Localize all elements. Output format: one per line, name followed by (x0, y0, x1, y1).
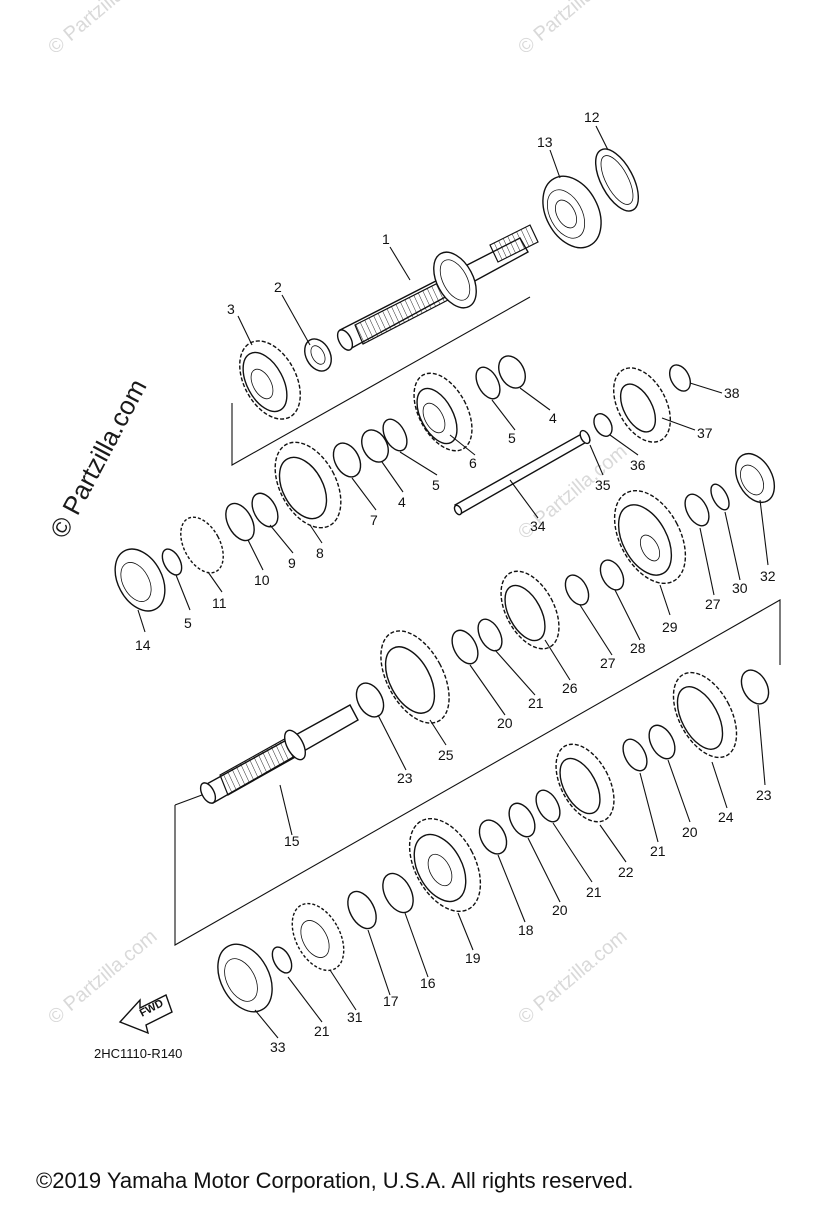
gear-3 (239, 340, 301, 420)
callouts: 1 2 3 4 4 5 5 5 6 7 8 9 10 11 12 13 14 1… (135, 109, 776, 1055)
callout-12: 12 (584, 109, 600, 125)
callout-5b: 5 (508, 430, 516, 446)
callout-33: 33 (270, 1039, 286, 1055)
callout-14: 14 (135, 637, 151, 653)
callout-20: 20 (497, 715, 513, 731)
callout-15: 15 (284, 833, 300, 849)
gear-group-bottom (217, 817, 482, 1013)
callout-9: 9 (288, 555, 296, 571)
callout-6: 6 (469, 455, 477, 471)
callout-31: 31 (347, 1009, 363, 1025)
watermark: © Partzilla.com (44, 0, 161, 59)
callout-19: 19 (465, 950, 481, 966)
copyright: ©2019 Yamaha Motor Corporation, U.S.A. A… (36, 1168, 633, 1193)
callout-28: 28 (630, 640, 646, 656)
watermark: © Partzilla.com (514, 0, 631, 59)
callout-24: 24 (718, 809, 734, 825)
callout-16: 16 (420, 975, 436, 991)
callout-3: 3 (227, 301, 235, 317)
callout-8: 8 (316, 545, 324, 561)
callout-7: 7 (370, 512, 378, 528)
callout-4b: 4 (549, 410, 557, 426)
collar-2 (304, 338, 332, 372)
fwd-arrow-icon: FWD (118, 994, 173, 1035)
callout-36: 36 (630, 457, 646, 473)
callout-11: 11 (212, 595, 227, 611)
callout-30: 30 (732, 580, 748, 596)
leader-lines (137, 125, 769, 1039)
callout-22: 22 (618, 864, 634, 880)
bearing-13 (542, 175, 602, 249)
callout-27: 27 (705, 596, 721, 612)
gear-group-lower-right (478, 669, 770, 855)
side-watermark: © Partzilla.com (44, 374, 153, 543)
main-shaft-upper (336, 224, 539, 351)
callout-20b: 20 (552, 902, 568, 918)
counter-shaft-lower (199, 704, 359, 804)
callout-10: 10 (254, 572, 270, 588)
callout-26: 26 (562, 680, 578, 696)
callout-38: 38 (724, 385, 740, 401)
small-parts-35-38 (579, 364, 692, 445)
callout-23: 23 (397, 770, 413, 786)
callout-37: 37 (697, 425, 713, 441)
callout-32: 32 (760, 568, 776, 584)
callout-34: 34 (530, 518, 546, 534)
callout-5: 5 (432, 477, 440, 493)
callout-18: 18 (518, 922, 534, 938)
callout-1: 1 (382, 231, 390, 247)
ring-group-upper (114, 355, 526, 612)
gear-group-lower-mid (355, 570, 560, 724)
callout-25: 25 (438, 747, 454, 763)
callout-35: 35 (595, 477, 611, 493)
callout-29: 29 (662, 619, 678, 635)
callout-23b: 23 (756, 787, 772, 803)
callout-21c: 21 (650, 843, 666, 859)
callout-27b: 27 (600, 655, 616, 671)
callout-17: 17 (383, 993, 399, 1009)
callout-2: 2 (274, 279, 282, 295)
callout-21d: 21 (314, 1023, 330, 1039)
callout-5c: 5 (184, 615, 192, 631)
gear-group-29-32 (564, 452, 776, 606)
callout-21b: 21 (586, 884, 602, 900)
frame-upper (231, 296, 531, 466)
part-code: 2HC1110-R140 (94, 1046, 182, 1061)
frame-lower (174, 599, 781, 946)
callout-4: 4 (398, 494, 406, 510)
watermark: © Partzilla.com (514, 925, 631, 1028)
washer-12 (594, 148, 640, 212)
callout-21: 21 (528, 695, 544, 711)
callout-13: 13 (537, 134, 553, 150)
callout-20c: 20 (682, 824, 698, 840)
